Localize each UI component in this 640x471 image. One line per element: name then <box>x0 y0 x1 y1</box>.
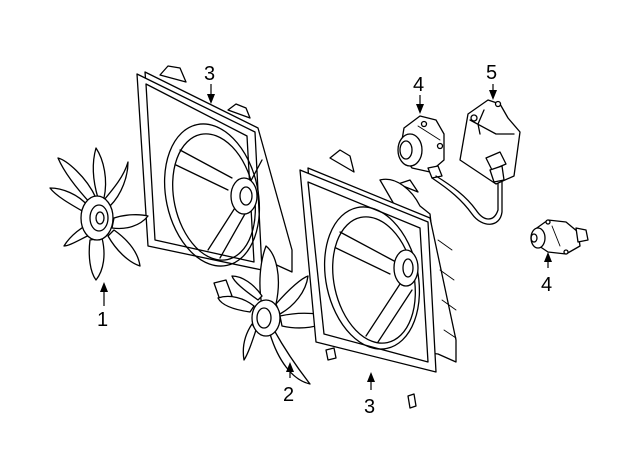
callout-5-label: 5 <box>486 62 497 84</box>
callout-3-top-arrow <box>207 94 215 104</box>
fan-resistor <box>459 99 521 185</box>
callout-3-top-label: 3 <box>204 63 215 85</box>
fan-blade-left <box>49 147 149 281</box>
callout-1: 1 <box>97 282 108 331</box>
callout-3-bottom: 3 <box>364 372 375 418</box>
callout-4-top: 4 <box>413 74 424 114</box>
callout-4-top-label: 4 <box>413 74 424 96</box>
callout-2-label: 2 <box>283 384 294 406</box>
callout-4-right-arrow <box>544 252 552 262</box>
callout-2: 2 <box>283 362 294 406</box>
callout-3-bottom-arrow <box>367 372 375 382</box>
fan-shroud-right <box>299 149 457 409</box>
fan-motor-upper <box>397 115 503 225</box>
fan-motor-right <box>530 219 589 255</box>
callout-5-arrow <box>489 90 497 100</box>
callout-4-top-arrow <box>416 104 424 114</box>
callout-3-bottom-label: 3 <box>364 396 375 418</box>
callout-4-right: 4 <box>541 252 552 296</box>
callout-2-arrow <box>286 362 294 372</box>
callout-1-arrow <box>100 282 108 292</box>
callout-1-label: 1 <box>97 309 108 331</box>
fan-shroud-left <box>136 65 293 301</box>
callout-4-right-label: 4 <box>541 274 552 296</box>
callout-5: 5 <box>486 62 497 100</box>
callout-3-top: 3 <box>204 63 215 104</box>
